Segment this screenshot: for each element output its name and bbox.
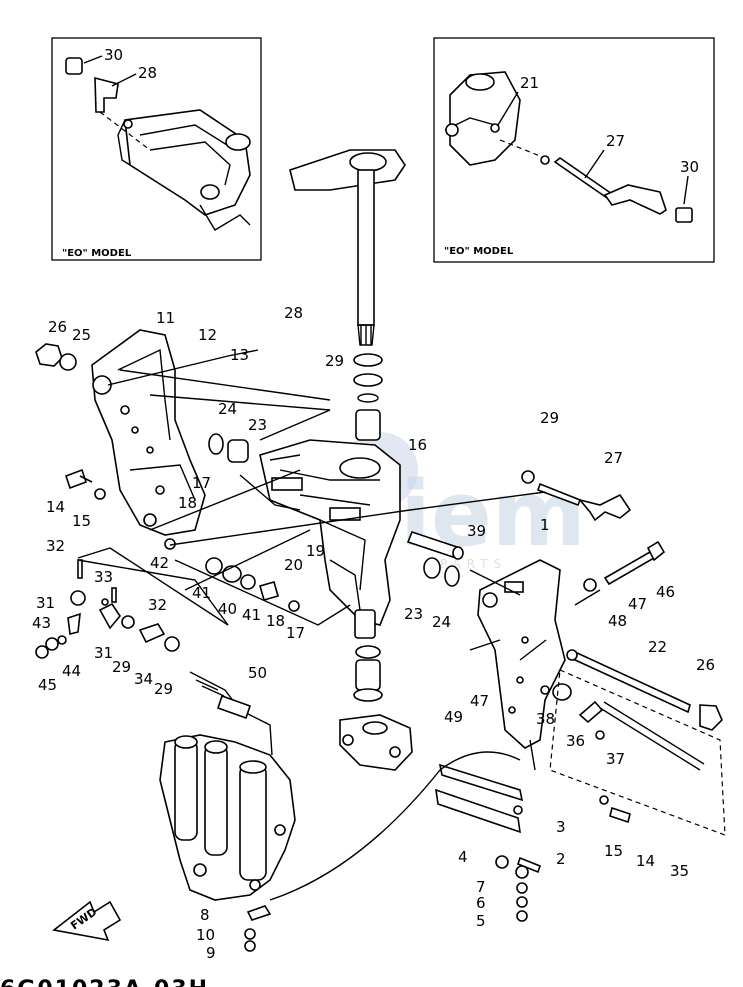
label-17-a: 17 [192,474,211,492]
label-27: 27 [604,449,623,467]
bolt-left [64,468,106,500]
steering-shaft [289,149,406,346]
label-33: 33 [94,568,113,586]
label-9: 9 [206,944,216,962]
label-14-right: 14 [636,852,655,870]
label-26-right: 26 [696,656,715,674]
label-29-b: 29 [540,409,559,427]
part-cap-30 [65,57,83,75]
part-label-27-inset-right: 27 [606,132,625,150]
label-31-b: 31 [94,644,113,662]
label-24-left: 24 [218,400,237,418]
clamp-bracket-left [91,329,206,536]
label-39: 39 [467,522,486,540]
label-12: 12 [198,326,217,344]
label-4: 4 [458,848,468,866]
label-40: 40 [218,600,237,618]
part-label-28-inset-left: 28 [138,64,157,82]
clamp-bracket-right [477,559,566,749]
small-parts-left [35,559,180,659]
label-19: 19 [306,542,325,560]
watermark-brand: iem [400,462,586,567]
label-15-right: 15 [604,842,623,860]
fwd-arrow-marker: FWD [52,900,122,942]
label-23-right: 23 [404,605,423,623]
label-5: 5 [476,912,486,930]
label-24-right: 24 [432,613,451,631]
label-10: 10 [196,926,215,944]
label-45: 45 [38,676,57,694]
label-18-b: 18 [266,612,285,630]
label-8: 8 [200,906,210,924]
label-3: 3 [556,818,566,836]
leader-lines [77,349,726,836]
bolt-right [599,795,631,824]
label-35: 35 [670,862,689,880]
label-38: 38 [536,710,555,728]
pin-39 [406,531,464,560]
inset-left: "EO" MODEL 30 28 [51,37,262,261]
label-23-left: 23 [248,416,267,434]
nut-group-left [35,343,77,371]
bolt-46 [583,540,666,592]
label-47-b: 47 [470,692,489,710]
label-37: 37 [606,750,625,768]
wiring-harness [189,671,521,901]
inset-left-caption: "EO" MODEL [62,248,132,259]
label-11: 11 [156,309,175,327]
label-15-left: 15 [72,512,91,530]
label-7: 7 [476,878,486,896]
label-50: 50 [248,664,267,682]
label-6: 6 [476,894,486,912]
label-32-a: 32 [46,537,65,555]
label-36: 36 [566,732,585,750]
washer-group-center [164,538,300,612]
label-16: 16 [408,436,427,454]
label-41-a: 41 [192,584,211,602]
inset-right-caption: "EO" MODEL [444,246,514,257]
label-17-b: 17 [286,624,305,642]
footer-code: 6G01023A-03H [0,977,209,987]
label-34: 34 [134,670,153,688]
label-28: 28 [284,304,303,322]
label-48: 48 [608,612,627,630]
tilt-rod [566,649,723,731]
label-1: 1 [540,516,550,534]
label-22: 22 [648,638,667,656]
label-46: 46 [656,583,675,601]
label-31-a: 31 [36,594,55,612]
label-41-b: 41 [242,606,261,624]
ground-lead-parts [244,905,272,952]
label-32-b: 32 [148,596,167,614]
label-29-d: 29 [154,680,173,698]
label-29-a: 29 [325,352,344,370]
label-2: 2 [556,850,566,868]
label-18-a: 18 [178,494,197,512]
label-49: 49 [444,708,463,726]
part-label-30-inset-left: 30 [104,46,123,64]
trim-rod [521,470,632,522]
anode-plate-assembly [435,763,541,922]
part-label-30-inset-right: 30 [680,158,699,176]
bushings-right [423,557,460,587]
part-bracket-28 [94,76,119,113]
label-25: 25 [72,326,91,344]
label-26-left: 26 [48,318,67,336]
power-trim-unit [159,734,296,901]
part-label-21-inset-right: 21 [520,74,539,92]
label-14-left: 14 [46,498,65,516]
label-47-a: 47 [628,595,647,613]
part-labels: 11 26 25 12 13 28 29 24 23 16 29 27 17 1… [32,304,715,962]
label-44: 44 [62,662,81,680]
trim-sensor-parts [552,683,705,771]
label-29-c: 29 [112,658,131,676]
swivel-bracket [259,439,413,771]
label-13: 13 [230,346,249,364]
label-20: 20 [284,556,303,574]
label-42: 42 [150,554,169,572]
bushings-left [208,433,249,463]
inset-right: "EO" MODEL 21 27 30 [433,37,715,263]
label-43: 43 [32,614,51,632]
